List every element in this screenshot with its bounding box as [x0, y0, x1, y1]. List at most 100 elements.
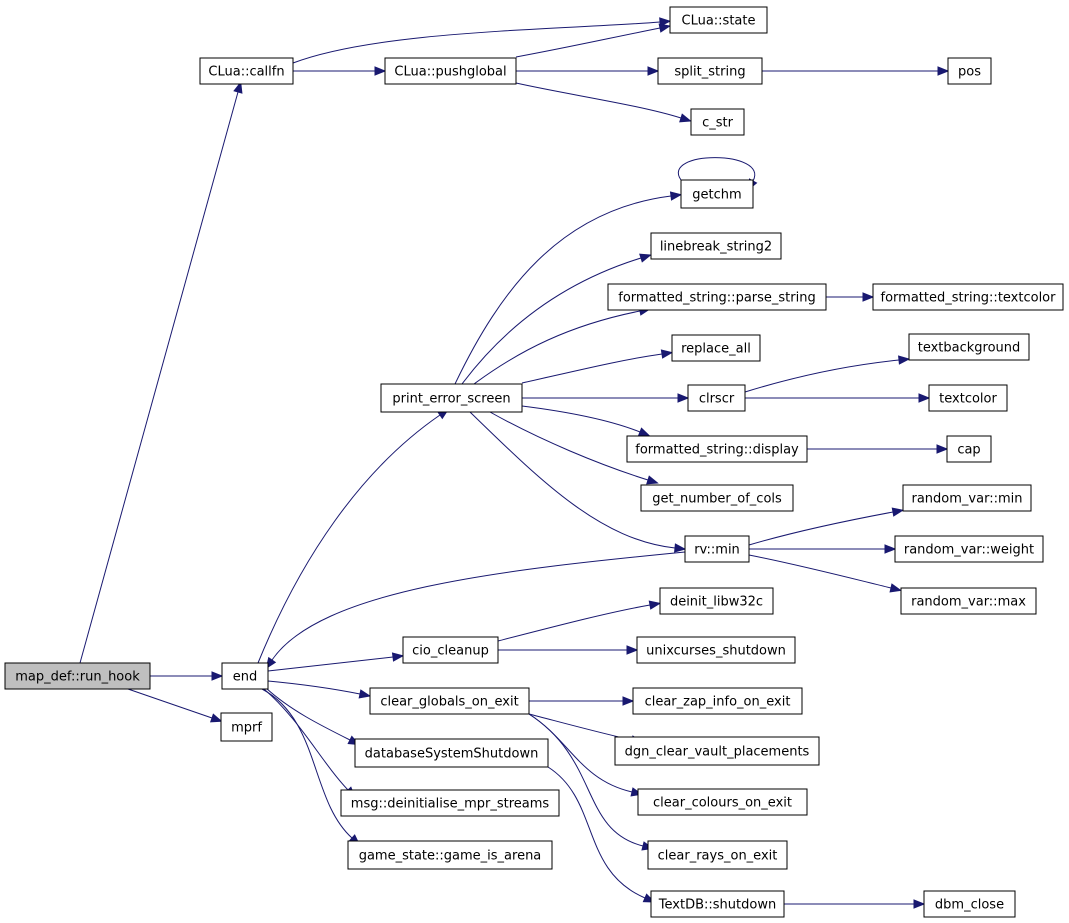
edge-line: [521, 405, 641, 433]
arrowhead-icon: [626, 645, 639, 655]
node-clua-pushglobal[interactable]: CLua::pushglobal: [384, 57, 517, 85]
node-textdb-shutdown[interactable]: TextDB::shutdown: [650, 890, 785, 918]
node-label: clear_globals_on_exit: [380, 695, 518, 710]
arrowhead-icon: [639, 253, 652, 263]
node-box[interactable]: [632, 687, 803, 715]
arrowhead-icon: [862, 292, 875, 302]
node-databaseSystemShutdown[interactable]: databaseSystemShutdown: [354, 738, 549, 768]
node-random-var-min[interactable]: random_var::min: [902, 484, 1032, 512]
node-get-number-of-cols[interactable]: get_number_of_cols: [640, 484, 794, 512]
node-linebreak-string2[interactable]: linebreak_string2: [650, 232, 782, 260]
node-map-def-run-hook[interactable]: map_def::run_hook: [4, 662, 151, 690]
node-fs-textcolor[interactable]: formatted_string::textcolor: [872, 283, 1064, 311]
node-box[interactable]: [908, 333, 1030, 361]
node-box[interactable]: [614, 736, 820, 766]
node-box[interactable]: [671, 334, 761, 362]
node-box[interactable]: [607, 283, 827, 311]
node-clrscr[interactable]: clrscr: [687, 384, 746, 412]
edge-line: [528, 713, 644, 847]
node-textbackground[interactable]: textbackground: [908, 333, 1030, 361]
node-label: cap: [957, 443, 980, 458]
arrowhead-icon: [913, 899, 926, 909]
node-box[interactable]: [947, 57, 992, 85]
node-box[interactable]: [647, 840, 788, 870]
node-label: game_state::game_is_arena: [359, 849, 542, 864]
node-box[interactable]: [369, 687, 530, 715]
edge-clua_callfn-to-clua_state: [292, 17, 672, 64]
node-label: dbm_close: [935, 898, 1004, 913]
node-cio-cleanup[interactable]: cio_cleanup: [402, 636, 499, 664]
node-mprf[interactable]: mprf: [220, 712, 273, 742]
node-dbm-close[interactable]: dbm_close: [923, 890, 1016, 918]
node-deinit-libw32c[interactable]: deinit_libw32c: [659, 587, 774, 615]
node-box[interactable]: [220, 712, 273, 742]
node-box[interactable]: [680, 179, 754, 209]
node-box[interactable]: [636, 636, 796, 664]
node-textcolor[interactable]: textcolor: [928, 384, 1008, 412]
node-random-var-max[interactable]: random_var::max: [900, 587, 1037, 615]
node-box[interactable]: [626, 435, 808, 463]
node-getchm[interactable]: getchm: [680, 179, 754, 209]
node-box[interactable]: [650, 890, 785, 918]
node-box[interactable]: [684, 535, 750, 563]
node-box[interactable]: [640, 484, 794, 512]
node-box[interactable]: [900, 587, 1037, 615]
arrowhead-icon: [937, 66, 950, 76]
node-split-string[interactable]: split_string: [657, 57, 763, 85]
node-c-str[interactable]: c_str: [690, 108, 745, 136]
node-clua-state[interactable]: CLua::state: [669, 6, 768, 34]
node-box[interactable]: [354, 738, 549, 768]
arrowhead-icon: [659, 17, 672, 27]
node-box[interactable]: [402, 636, 499, 664]
node-clear-zap-info-on-exit[interactable]: clear_zap_info_on_exit: [632, 687, 803, 715]
edge-line: [469, 411, 676, 549]
node-fs-parse-string[interactable]: formatted_string::parse_string: [607, 283, 827, 311]
node-label: map_def::run_hook: [15, 670, 140, 685]
node-box[interactable]: [650, 232, 782, 260]
node-label: c_str: [702, 116, 734, 131]
node-box[interactable]: [872, 283, 1064, 311]
node-print-error-screen[interactable]: print_error_screen: [380, 383, 523, 413]
node-box[interactable]: [928, 384, 1008, 412]
node-dgn-clear-vault-placements[interactable]: dgn_clear_vault_placements: [614, 736, 820, 766]
node-box[interactable]: [637, 788, 808, 816]
node-cap[interactable]: cap: [946, 435, 992, 463]
node-clua-callfn[interactable]: CLua::callfn: [199, 57, 294, 85]
arrowhead-icon: [622, 696, 635, 706]
node-random-var-weight[interactable]: random_var::weight: [894, 535, 1044, 563]
node-clear-colours-on-exit[interactable]: clear_colours_on_exit: [637, 788, 808, 816]
node-box[interactable]: [221, 662, 269, 690]
node-rv-min[interactable]: rv::min: [684, 535, 750, 563]
node-label: deinit_libw32c: [670, 595, 763, 610]
node-box[interactable]: [659, 587, 774, 615]
node-end[interactable]: end: [221, 662, 269, 690]
node-msg-deinit[interactable]: msg::deinitialise_mpr_streams: [340, 789, 560, 817]
node-box[interactable]: [384, 57, 517, 85]
node-box[interactable]: [894, 535, 1044, 563]
node-unixcurses-shutdown[interactable]: unixcurses_shutdown: [636, 636, 796, 664]
node-box[interactable]: [690, 108, 745, 136]
node-replace-all[interactable]: replace_all: [671, 334, 761, 362]
node-box[interactable]: [380, 383, 523, 413]
node-box[interactable]: [657, 57, 763, 85]
edge-cio_cleanup-to-unixcurses_shutdown: [498, 645, 639, 655]
node-box[interactable]: [669, 6, 768, 34]
node-box[interactable]: [199, 57, 294, 85]
node-box[interactable]: [340, 789, 560, 817]
node-clear-globals-on-exit[interactable]: clear_globals_on_exit: [369, 687, 530, 715]
node-box[interactable]: [687, 384, 746, 412]
node-game-is-arena[interactable]: game_state::game_is_arena: [347, 840, 553, 870]
node-fs-display[interactable]: formatted_string::display: [626, 435, 808, 463]
node-box[interactable]: [923, 890, 1016, 918]
node-box[interactable]: [946, 435, 992, 463]
edge-print_error_screen-to-linebreak_string2: [461, 253, 652, 385]
node-box[interactable]: [4, 662, 151, 690]
node-clear-rays-on-exit[interactable]: clear_rays_on_exit: [647, 840, 788, 870]
node-pos[interactable]: pos: [947, 57, 992, 85]
node-box[interactable]: [347, 840, 553, 870]
edge-print_error_screen-to-getchm: [454, 191, 683, 385]
arrowhead-icon: [647, 66, 660, 76]
node-box[interactable]: [902, 484, 1032, 512]
edge-end-to-msg_deinit: [263, 688, 356, 799]
